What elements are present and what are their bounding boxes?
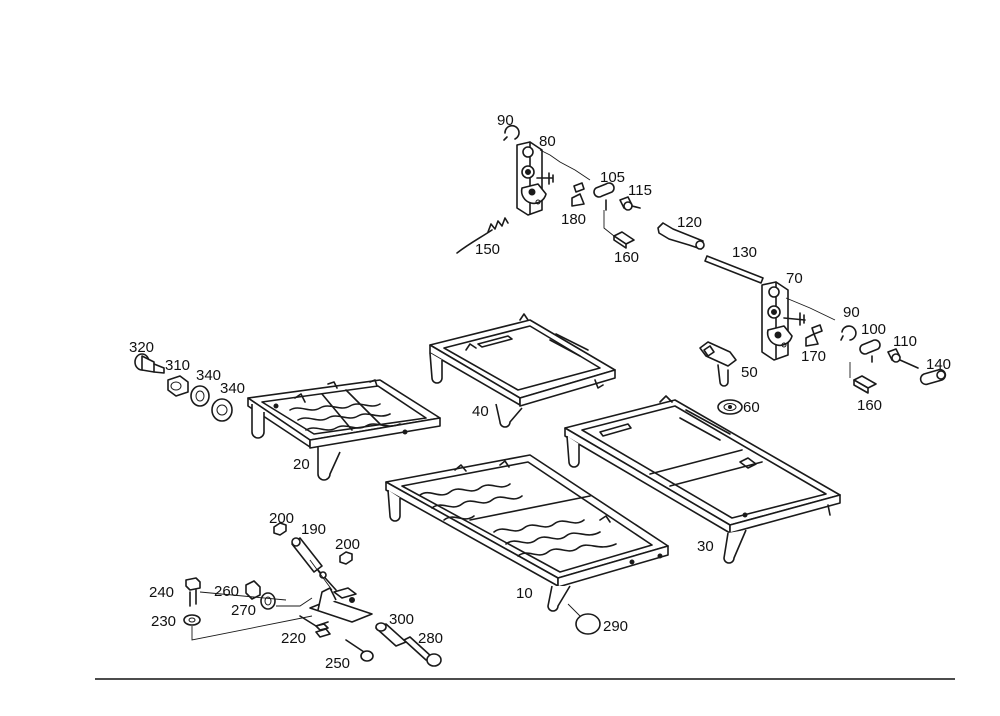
leader-160a (603, 210, 615, 237)
label-270: 270 (231, 602, 256, 619)
leader-80 (539, 149, 591, 181)
label-50: 50 (741, 364, 758, 381)
leader-270 (276, 597, 313, 607)
label-190: 190 (301, 521, 326, 538)
part-160-sleeve-upper (613, 231, 635, 249)
label-20: 20 (293, 456, 310, 473)
label-90-upper: 90 (497, 112, 514, 129)
part-90-circlip-left (503, 124, 520, 141)
label-160-upper: 160 (614, 249, 639, 266)
part-310-spacer (167, 375, 189, 397)
part-200-nut-b (339, 551, 353, 565)
label-310: 310 (165, 357, 190, 374)
label-60: 60 (743, 399, 760, 416)
label-340-a: 340 (196, 367, 221, 384)
label-30: 30 (697, 538, 714, 555)
part-260-clip (245, 580, 261, 600)
label-130: 130 (732, 244, 757, 261)
label-105: 105 (600, 169, 625, 186)
label-160-lower: 160 (857, 397, 882, 414)
label-100: 100 (861, 321, 886, 338)
part-110-pin (887, 348, 919, 369)
label-280: 280 (418, 630, 443, 647)
part-320-bolt (134, 353, 165, 374)
label-110: 110 (893, 333, 917, 350)
part-170-clip (805, 324, 823, 347)
part-290-cap (567, 603, 601, 635)
part-160-sleeve-lower (853, 375, 877, 394)
label-290: 290 (603, 618, 628, 635)
part-120-bracket-rod (657, 222, 705, 250)
label-180: 180 (561, 211, 586, 228)
label-200-a: 200 (269, 510, 294, 527)
leader-190 (309, 559, 333, 591)
label-115: 115 (628, 182, 652, 199)
label-240: 240 (149, 584, 174, 601)
part-340-washer-b (211, 398, 233, 422)
part-270-ring (260, 592, 276, 610)
label-140: 140 (926, 356, 951, 373)
part-10-cushion-frame (385, 454, 669, 612)
label-10: 10 (516, 585, 533, 602)
label-260: 260 (214, 583, 239, 600)
label-40: 40 (472, 403, 489, 420)
part-200-nut-a (273, 522, 287, 536)
part-300-sleeve (375, 622, 407, 647)
part-80-hinge-bracket-left (516, 141, 554, 216)
leader-240 (199, 591, 287, 601)
part-70-hinge-bracket-right (761, 281, 806, 361)
leader-230 (191, 615, 313, 641)
part-230-washer (183, 614, 201, 626)
leader-70 (785, 297, 836, 321)
label-300: 300 (389, 611, 414, 628)
part-250-screw (345, 639, 374, 662)
label-230: 230 (151, 613, 176, 630)
part-150-spring (456, 217, 509, 254)
part-105-bushing (593, 182, 615, 211)
label-120: 120 (677, 214, 702, 231)
part-60-disc (717, 399, 743, 415)
label-340-b: 340 (220, 380, 245, 397)
label-90-lower: 90 (843, 304, 860, 321)
label-220: 220 (281, 630, 306, 647)
label-250: 250 (325, 655, 350, 672)
part-340-washer-a (190, 385, 210, 407)
label-80: 80 (539, 133, 556, 150)
part-280-pin (403, 636, 442, 667)
label-70: 70 (786, 270, 803, 287)
part-115-pin (619, 196, 641, 211)
part-20-seat-frame (247, 379, 441, 481)
label-170: 170 (801, 348, 826, 365)
part-90-circlip-right (840, 325, 857, 341)
label-200-b: 200 (335, 536, 360, 553)
part-30-large-frame (564, 395, 841, 564)
part-190-gas-spring (291, 537, 337, 591)
part-130-rod (704, 255, 764, 284)
part-40-backrest-frame (429, 313, 616, 428)
part-180-clip (571, 182, 585, 207)
part-140-cap (919, 368, 947, 386)
label-150: 150 (475, 241, 500, 258)
part-50-latch (699, 341, 737, 387)
part-240-bolt (185, 577, 201, 607)
part-220-mounting-bracket (299, 587, 373, 638)
label-320: 320 (129, 339, 154, 356)
part-100-bushing (859, 339, 881, 363)
